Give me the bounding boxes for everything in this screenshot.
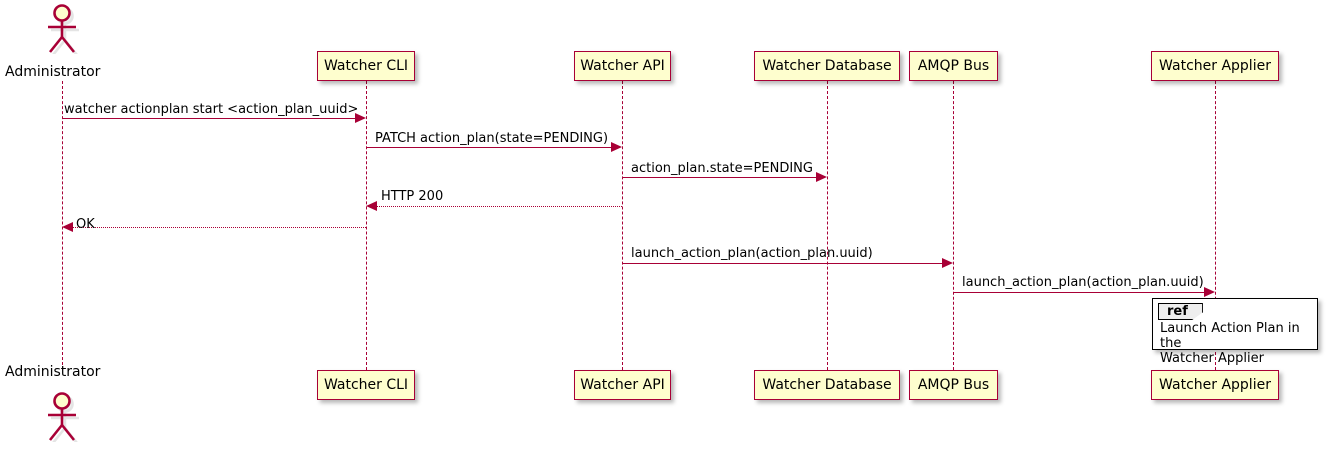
- participant-bottom-watcher_api[interactable]: Watcher API: [574, 370, 671, 400]
- actor-figure-top-administrator: [48, 4, 79, 54]
- message-arrowhead-1: [355, 113, 366, 123]
- lifeline-watcher_api: [622, 81, 623, 370]
- message-arrowhead-2: [611, 142, 622, 152]
- message-arrowhead-6: [942, 258, 953, 268]
- lifeline-watcher_database: [827, 81, 828, 370]
- ref-fragment-header-label: ref: [1158, 303, 1203, 320]
- message-line-2: [366, 147, 613, 148]
- message-label-6: launch_action_plan(action_plan.uuid): [631, 246, 873, 261]
- participant-bottom-watcher_cli[interactable]: Watcher CLI: [317, 370, 415, 400]
- lifeline-watcher_applier: [1215, 81, 1216, 370]
- message-arrowhead-4: [366, 201, 377, 211]
- message-arrowhead-5: [62, 222, 73, 232]
- actor-label-top-administrator: Administrator: [5, 64, 101, 80]
- participant-top-watcher_applier[interactable]: Watcher Applier: [1151, 51, 1279, 81]
- participant-bottom-watcher_applier[interactable]: Watcher Applier: [1151, 370, 1279, 400]
- message-label-7: launch_action_plan(action_plan.uuid): [962, 275, 1204, 290]
- participant-top-watcher_api[interactable]: Watcher API: [574, 51, 671, 81]
- message-arrowhead-7: [1204, 287, 1215, 297]
- lifeline-amqp_bus: [953, 81, 954, 370]
- message-line-3: [622, 177, 818, 178]
- message-line-1: [62, 118, 357, 119]
- participant-bottom-watcher_database[interactable]: Watcher Database: [754, 370, 900, 400]
- participant-top-watcher_database[interactable]: Watcher Database: [754, 51, 900, 81]
- actor-label-bottom-administrator: Administrator: [5, 364, 101, 380]
- participant-top-watcher_cli[interactable]: Watcher CLI: [317, 51, 415, 81]
- message-line-7: [953, 292, 1206, 293]
- participant-top-amqp_bus[interactable]: AMQP Bus: [909, 51, 998, 81]
- participant-bottom-amqp_bus[interactable]: AMQP Bus: [909, 370, 998, 400]
- message-label-2: PATCH action_plan(state=PENDING): [375, 131, 609, 146]
- actor-figure-bottom-administrator: [48, 392, 79, 442]
- message-line-4: [375, 206, 622, 207]
- message-label-4: HTTP 200: [381, 189, 444, 204]
- message-line-5: [71, 227, 366, 228]
- message-line-6: [622, 263, 944, 264]
- message-label-5: OK: [76, 217, 95, 232]
- message-label-1: watcher actionplan start <action_plan_uu…: [64, 102, 359, 117]
- message-label-3: action_plan.state=PENDING: [631, 161, 813, 176]
- message-arrowhead-3: [816, 172, 827, 182]
- lifeline-watcher_cli: [366, 81, 367, 370]
- ref-fragment-body-text: Launch Action Plan in the Watcher Applie…: [1160, 321, 1300, 366]
